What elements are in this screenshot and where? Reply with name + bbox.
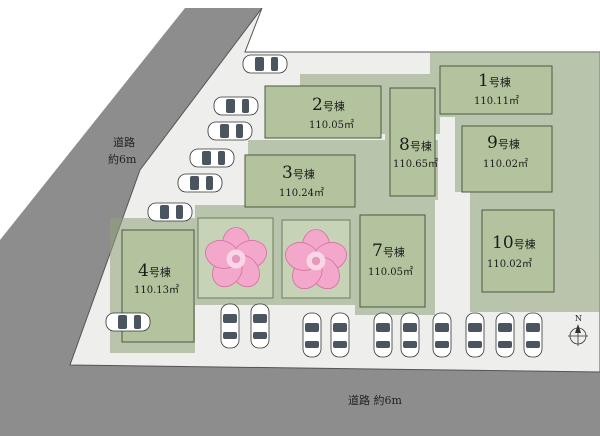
svg-text:110.05㎡: 110.05㎡: [368, 266, 413, 278]
building-7: [359, 214, 426, 308]
svg-text:110.02㎡: 110.02㎡: [483, 158, 528, 170]
svg-text:1号棟: 1号棟: [478, 71, 511, 91]
west-road-label: 道路: [113, 135, 135, 149]
svg-text:110.05㎡: 110.05㎡: [309, 119, 354, 131]
building-1: [439, 65, 553, 115]
building-3: [244, 154, 356, 208]
svg-text:110.11㎡: 110.11㎡: [474, 95, 519, 107]
lot-label-7: 7号棟 110.05㎡: [368, 241, 413, 278]
svg-text:10号棟: 10号棟: [492, 233, 536, 253]
svg-text:8号棟: 8号棟: [399, 135, 432, 155]
svg-text:3号棟: 3号棟: [282, 163, 315, 183]
svg-text:4号棟: 4号棟: [138, 261, 171, 281]
lot-label-4: 4号棟 110.13㎡: [134, 261, 179, 296]
buildings: [121, 65, 555, 343]
building-8: [389, 87, 436, 197]
svg-text:110.13㎡: 110.13㎡: [134, 284, 179, 296]
building-2: [264, 85, 382, 139]
lot-label-8: 8号棟 110.65㎡: [393, 135, 438, 170]
west-road: [0, 8, 262, 436]
building-10: [481, 209, 555, 293]
lot-label-10: 10号棟 110.02㎡: [487, 233, 536, 270]
lot-label-1: 1号棟 110.11㎡: [474, 71, 519, 107]
svg-text:110.02㎡: 110.02㎡: [487, 258, 532, 270]
svg-text:110.65㎡: 110.65㎡: [393, 158, 438, 170]
svg-text:2号棟: 2号棟: [312, 95, 345, 115]
svg-text:110.24㎡: 110.24㎡: [279, 187, 324, 199]
north-arrow-icon: N: [568, 314, 588, 346]
svg-text:9号棟: 9号棟: [487, 133, 520, 153]
west-road-width: 約6m: [108, 152, 137, 166]
svg-text:7号棟: 7号棟: [372, 241, 405, 261]
south-road: [40, 365, 600, 436]
lot-label-3: 3号棟 110.24㎡: [279, 163, 324, 199]
lot-label-9: 9号棟 110.02㎡: [483, 133, 528, 170]
svg-text:N: N: [575, 314, 582, 323]
south-road-label: 道路 約6m: [348, 393, 402, 407]
lot-label-2: 2号棟 110.05㎡: [309, 95, 354, 131]
building-9: [461, 125, 553, 193]
